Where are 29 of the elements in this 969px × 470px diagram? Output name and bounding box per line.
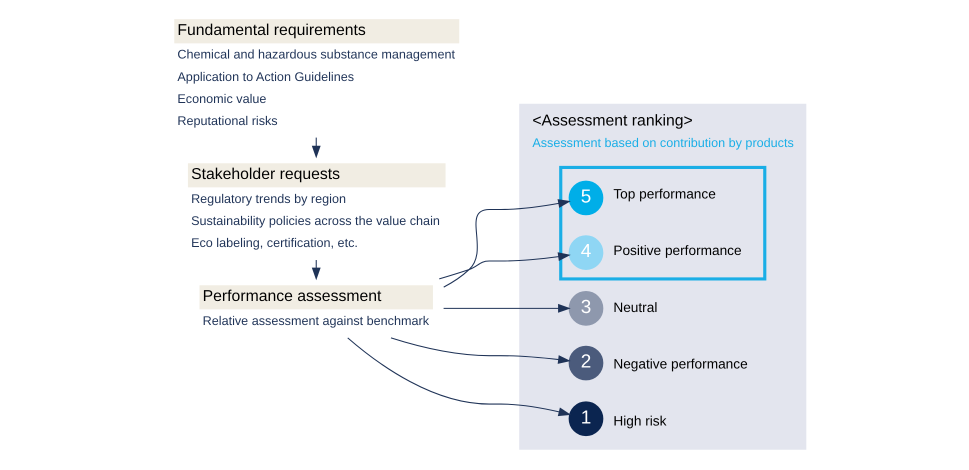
node-label: Neutral [613, 300, 658, 315]
node-label: Regulatory trends by region [191, 192, 346, 206]
cluster [559, 166, 766, 280]
node-label: High risk [613, 414, 666, 429]
arrow [390, 337, 571, 364]
arrow [312, 138, 321, 158]
node-label: Negative performance [613, 356, 748, 372]
node-box: Fundamental requirements [174, 19, 460, 44]
node-circle: 5 [568, 180, 604, 216]
node-label: Relative assessment against benchmark [202, 314, 430, 328]
arrow [312, 260, 321, 280]
node-label: Application to Action Guidelines [177, 70, 354, 84]
node-label: Chemical and hazardous substance management [177, 48, 455, 62]
node-circle: 1 [568, 401, 604, 436]
arrow [347, 337, 572, 416]
node-circle: 4 [568, 235, 604, 270]
node-label: Top performance [613, 186, 716, 202]
node-label: Economic value [177, 92, 266, 106]
node-box: Performance assessment [200, 285, 433, 310]
arrow [439, 252, 571, 280]
node-box: Stakeholder requests [188, 163, 446, 188]
node-label: Reputational risks [177, 114, 278, 128]
node-circle: 3 [568, 291, 604, 326]
node-label: Positive performance [613, 243, 742, 258]
node-circle: 2 [568, 346, 604, 380]
arrow [443, 199, 571, 288]
arrow [444, 304, 571, 313]
node-label: Eco labeling, certification, etc. [191, 236, 358, 250]
node-label: Sustainability policies across the value chain [191, 214, 440, 228]
